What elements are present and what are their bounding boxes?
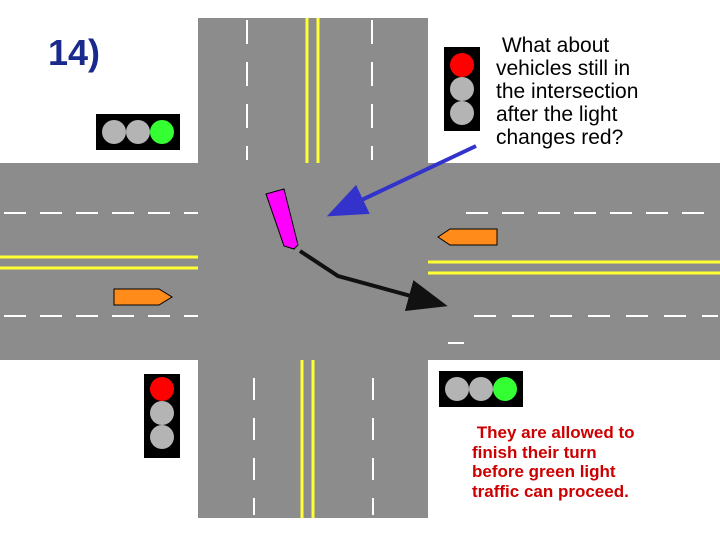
question-line: after the light	[496, 103, 618, 126]
signal-lamp-green	[450, 101, 474, 125]
signal-lamp-yellow	[450, 77, 474, 101]
answer-text: They are allowed to finish their turn be…	[472, 423, 712, 501]
slide-number: 14)	[48, 32, 101, 73]
north-lane-markings	[246, 18, 373, 163]
signal-bottom-left-vertical	[144, 374, 180, 458]
question-line: the intersection	[496, 80, 639, 103]
question-text: What about vehicles still in the interse…	[496, 34, 706, 149]
signal-lamp-yellow	[126, 120, 150, 144]
westbound-car	[437, 228, 498, 246]
turning-car	[265, 188, 299, 250]
signal-lamp-yellow	[150, 401, 174, 425]
signal-lamp-green	[493, 377, 517, 401]
question-line: changes red?	[496, 126, 624, 149]
eastbound-car	[113, 288, 173, 306]
signal-lamp-red	[102, 120, 126, 144]
south-lane-markings	[253, 360, 374, 518]
answer-line: They are allowed to	[472, 423, 635, 442]
question-line: What about	[496, 34, 610, 57]
signal-lamp-green	[150, 425, 174, 449]
pointer-arrow	[326, 144, 477, 217]
signal-lamp-yellow	[469, 377, 493, 401]
west-lane-markings	[0, 212, 198, 317]
signal-lamp-green	[150, 120, 174, 144]
signal-lamp-red	[445, 377, 469, 401]
east-lane-markings	[428, 212, 720, 344]
signal-bottom-right-horizontal	[439, 371, 523, 407]
signal-top-left-horizontal	[96, 114, 180, 150]
answer-line: traffic can proceed.	[472, 481, 629, 501]
signal-lamp-red	[150, 377, 174, 401]
signal-lamp-red	[450, 53, 474, 77]
signal-top-right-vertical	[444, 47, 480, 131]
turn-path-arrow	[298, 249, 448, 311]
answer-line: finish their turn	[472, 442, 597, 462]
answer-line: before green light	[472, 462, 616, 481]
question-line: vehicles still in	[496, 57, 631, 80]
